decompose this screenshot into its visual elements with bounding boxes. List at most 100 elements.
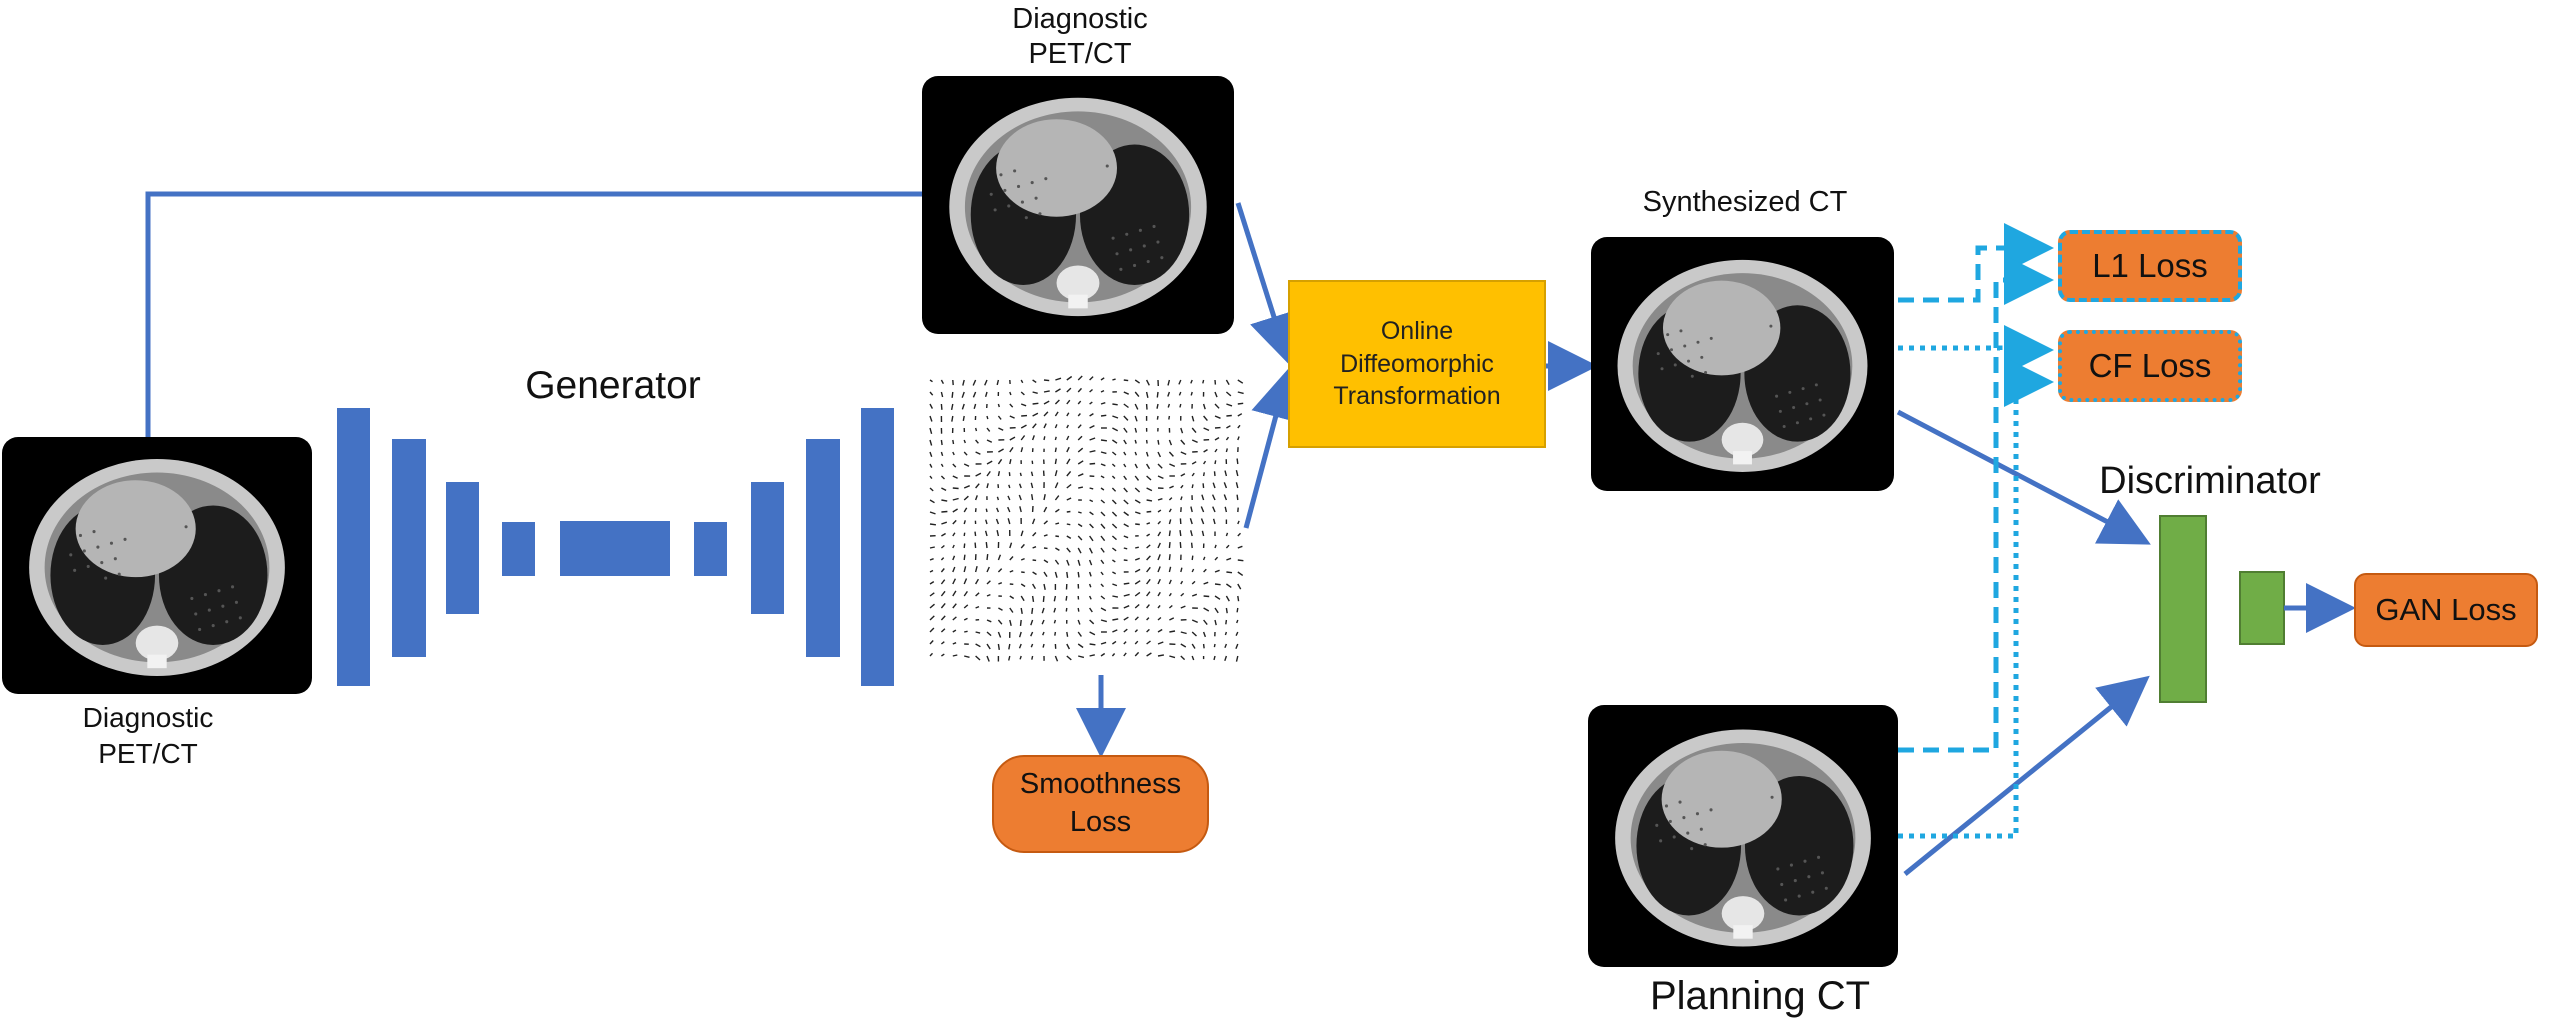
field-vector [1041, 619, 1045, 625]
generator-layer [446, 482, 479, 614]
field-vector [1146, 640, 1151, 645]
field-vector [1066, 412, 1070, 417]
field-vector [1077, 547, 1082, 554]
field-vector [1134, 487, 1141, 493]
blue-connectors [145, 191, 2356, 876]
field-vector [1089, 388, 1093, 393]
field-vector [1146, 510, 1152, 513]
field-vector [1190, 530, 1193, 537]
field-vector [1156, 403, 1159, 409]
field-vector [1053, 595, 1057, 602]
field-vector [940, 451, 944, 457]
field-vector [984, 379, 988, 386]
field-vector [1180, 439, 1186, 445]
field-vector [1180, 580, 1184, 585]
field-vector [1077, 435, 1083, 441]
field-vector [1066, 375, 1073, 381]
field-vector [975, 643, 981, 648]
field-vector [996, 530, 1000, 537]
field-vector [997, 458, 1003, 465]
field-vector [1123, 475, 1128, 481]
synth-to-cf-line [1898, 325, 2054, 375]
field-vector [1123, 451, 1127, 456]
field-vector [1146, 475, 1152, 481]
field-vector [1100, 571, 1104, 576]
field-vector [1225, 595, 1230, 602]
field-vector [1191, 555, 1194, 561]
field-vector [1157, 520, 1162, 525]
field-vector [1020, 391, 1025, 396]
field-vector [1202, 403, 1206, 410]
field-vector [1226, 583, 1232, 588]
field-vector [1018, 643, 1022, 649]
planning-to-l1-line [1898, 255, 2054, 753]
field-vector [986, 655, 990, 662]
field-vector [1112, 403, 1118, 406]
field-vector [1179, 403, 1182, 408]
field-vector [1020, 403, 1027, 407]
field-vector [1032, 379, 1037, 383]
field-vector [952, 487, 959, 490]
field-vector [940, 641, 945, 645]
input-to-diagnostic-line [145, 191, 922, 437]
diagnostic-image-label: Diagnostic PET/CT [1012, 3, 1148, 71]
field-vector [975, 472, 982, 477]
field-vector [1191, 593, 1198, 597]
field-vector [1089, 523, 1094, 529]
field-vector [1180, 473, 1186, 477]
field-vector [1032, 412, 1039, 417]
field-vector [1111, 487, 1117, 492]
field-vector [1032, 532, 1037, 537]
field-vector [952, 519, 957, 525]
field-vector [1111, 463, 1116, 468]
field-vector [1123, 582, 1130, 585]
field-vector [1214, 607, 1219, 614]
field-vector [1145, 391, 1149, 398]
field-vector [1111, 547, 1117, 552]
field-vector [1019, 506, 1022, 513]
field-vector [1100, 487, 1105, 491]
field-vector [1226, 414, 1232, 417]
field-vector [1066, 497, 1072, 501]
field-vector [952, 439, 955, 445]
field-vector [1201, 494, 1205, 501]
ct-scan-icon [949, 97, 1207, 317]
field-vector [1146, 522, 1151, 525]
field-vector [1202, 643, 1205, 649]
field-vector [973, 403, 977, 409]
field-vector [1191, 580, 1196, 585]
field-vector [1180, 655, 1186, 661]
field-vector [941, 653, 945, 657]
field-vector [1031, 494, 1034, 501]
field-vector [940, 544, 945, 549]
field-vector [929, 581, 935, 585]
field-vector [1100, 652, 1106, 657]
field-vector [1054, 655, 1059, 662]
field-vector [963, 463, 970, 467]
field-vector [952, 463, 957, 468]
field-vector [1123, 427, 1128, 433]
field-vector [1168, 497, 1173, 501]
field-vector [1123, 616, 1129, 621]
synth-to-discriminator-arrow [1896, 409, 2151, 545]
field-vector [1019, 655, 1022, 660]
field-vector [1111, 451, 1117, 456]
field-vector [1031, 583, 1037, 590]
field-vector [1134, 451, 1138, 456]
field-vector [1112, 571, 1117, 575]
field-vector [941, 510, 948, 513]
field-vector [1146, 652, 1152, 657]
field-vector [1111, 640, 1117, 645]
field-vector [1111, 475, 1116, 479]
planning-to-cf-line [1898, 357, 2054, 839]
field-vector [1043, 390, 1050, 393]
field-vector [1146, 591, 1151, 597]
field-vector [1180, 496, 1183, 501]
field-vector [975, 483, 980, 489]
field-vector [1077, 643, 1084, 649]
field-vector [1236, 619, 1239, 624]
field-vector [1077, 447, 1084, 453]
field-vector [1214, 583, 1221, 586]
field-vector [1179, 542, 1182, 549]
field-vector [986, 470, 991, 477]
